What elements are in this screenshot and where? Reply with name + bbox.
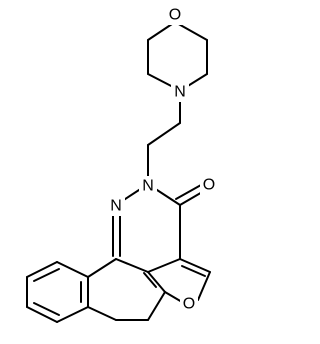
pyridazinone-ring (112, 187, 181, 273)
furan-oxygen-label: O (183, 296, 195, 313)
morpholine-ring (147, 21, 208, 90)
imine-ring-nitrogen-label: N (110, 198, 122, 215)
cycloheptane-ring (87, 258, 166, 321)
morpholine-nitrogen-label: N (174, 84, 186, 101)
morpholine-oxygen-label: O (169, 7, 181, 24)
substituted-ring-nitrogen-label: N (142, 178, 154, 195)
molecule-structure: O N N N O O (26, 5, 218, 323)
carbonyl-oxygen-label: O (203, 177, 215, 194)
molecule-canvas: O N N N O O (26, 5, 218, 323)
furan-ring (143, 258, 211, 303)
ethylene-linker (147, 95, 181, 177)
carbonyl-bond (175, 184, 205, 206)
atom-labels: O N N N O O (107, 5, 218, 314)
benzene-ring (26, 261, 89, 323)
